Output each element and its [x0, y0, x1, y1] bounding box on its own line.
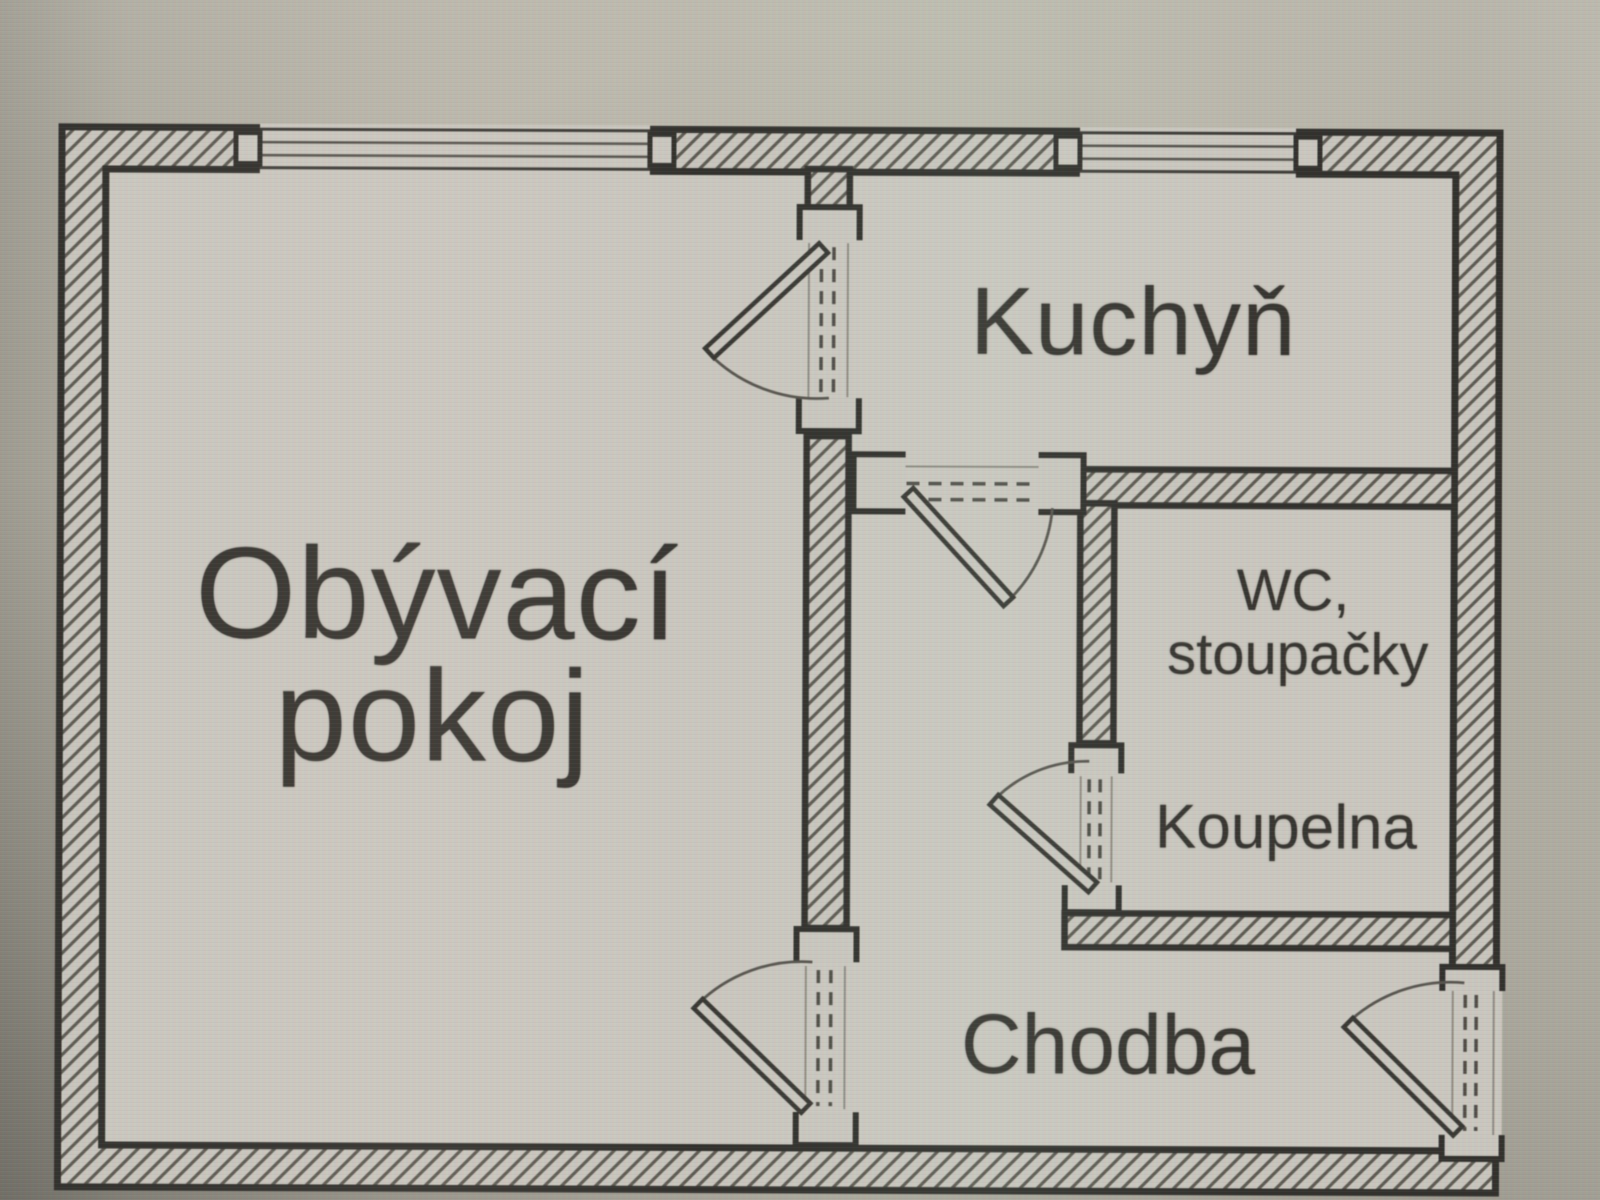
window-glass-lines	[1079, 144, 1296, 161]
window-living-room	[259, 123, 651, 176]
door-living-hallway	[690, 925, 860, 1149]
room-label-living-room-line1: Obývací	[195, 519, 679, 667]
window-outer-line	[1080, 131, 1297, 136]
door-leaf	[986, 791, 1101, 896]
room-label-living-room-line2: pokoj	[274, 642, 590, 789]
window-kitchen	[1079, 127, 1297, 179]
window-outer-line	[260, 127, 651, 133]
door-jamb	[1439, 963, 1506, 992]
room-label-wc-line1: WC,	[1237, 558, 1350, 623]
door-jamb	[1038, 452, 1087, 516]
door-entrance	[1340, 963, 1506, 1163]
door-swing-arc	[697, 960, 813, 1005]
window-inner-line	[1079, 169, 1296, 174]
door-leaf	[690, 995, 814, 1116]
door-opening-lines	[1451, 990, 1495, 1136]
window-inner-line	[259, 166, 650, 171]
door-jamb	[1438, 1134, 1505, 1163]
wall-kitchen-bathroom	[1079, 465, 1458, 511]
door-dashed-line	[1462, 994, 1479, 1131]
door-jamb	[1068, 742, 1125, 774]
door-hallway-kitchen	[850, 451, 1087, 610]
door-leaf	[900, 484, 1017, 610]
window-opening	[1079, 127, 1297, 179]
door-swing-arc	[992, 759, 1090, 802]
door-swing-arc	[708, 352, 829, 400]
door-dashed-line	[1087, 779, 1102, 880]
door-swing-arc	[1347, 980, 1465, 1024]
door-living-kitchen	[701, 203, 863, 435]
window-post-icon	[233, 130, 263, 167]
door-jamb	[1061, 885, 1122, 916]
door-jamb	[795, 397, 862, 435]
door-jamb	[793, 925, 860, 963]
door-leaf	[1340, 1014, 1466, 1139]
door-jamb	[796, 203, 863, 241]
wall-living-hallway	[801, 432, 852, 932]
door-dashed-line	[816, 970, 833, 1107]
door-dashed-line	[906, 481, 1039, 502]
window-opening	[259, 123, 651, 176]
door-jamb	[850, 451, 906, 515]
door-hallway-bathroom	[986, 742, 1125, 916]
door-swing-arc	[1007, 507, 1054, 602]
window-post-icon	[1293, 134, 1323, 171]
door-leaf	[701, 240, 832, 362]
door-opening	[1445, 986, 1503, 1140]
room-label-hallway: Chodba	[961, 997, 1256, 1092]
door-opening-lines	[1079, 776, 1113, 883]
door-dashed-line	[819, 247, 836, 394]
room-label-wc-line2: stoupačky	[1167, 622, 1428, 688]
window-glass-lines	[259, 140, 650, 159]
wall-hallway-bathroom	[1076, 499, 1118, 747]
wall-bathroom-hallway-south	[1061, 909, 1456, 953]
window-post-icon	[647, 131, 677, 168]
window-posts	[233, 130, 1323, 171]
room-label-kitchen: Kuchyň	[970, 268, 1297, 376]
room-label-bathroom: Koupelna	[1155, 793, 1418, 863]
door-opening-lines	[905, 465, 1041, 469]
window-post-icon	[1053, 133, 1083, 170]
door-jamb	[792, 1111, 859, 1149]
door-opening-lines	[804, 966, 846, 1110]
